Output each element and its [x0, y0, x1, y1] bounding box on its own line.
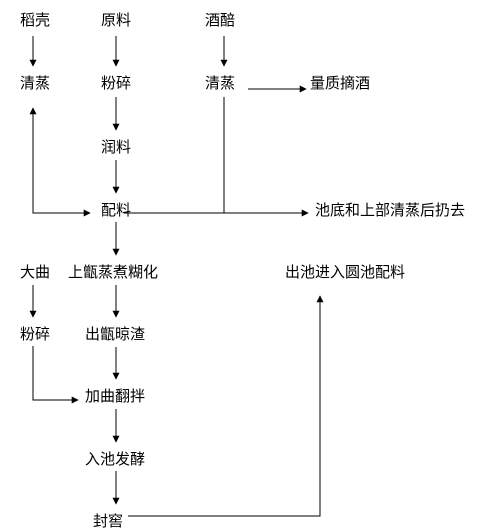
arrow-husk-to-mix	[32, 108, 91, 217]
node-unload-cool: 出甑晾渣	[85, 325, 146, 343]
node-raw-material: 原料	[101, 11, 132, 29]
node-seal-cellar: 封窖	[93, 512, 124, 530]
arrow-daqu-crush-to-add	[32, 346, 79, 404]
node-crush-daqu: 粉碎	[20, 325, 51, 343]
arrow-seal-to-round-pit	[128, 295, 324, 517]
node-add-qu-mix: 加曲翻拌	[85, 387, 146, 405]
node-pit-ferment: 入池发酵	[85, 450, 146, 468]
node-steam-husk: 清蒸	[20, 74, 51, 92]
node-fermented-grains: 酒醅	[205, 11, 236, 29]
node-mix: 配料	[101, 201, 132, 219]
node-liquor-picking: 量质摘酒	[310, 74, 371, 92]
node-daqu: 大曲	[20, 263, 51, 281]
node-pit-bottom-discard: 池底和上部清蒸后扔去	[315, 201, 466, 219]
node-moisten: 润料	[101, 138, 132, 156]
node-pit-to-round: 出池进入圆池配料	[285, 263, 406, 281]
node-steam-gelatinize: 上甑蒸煮糊化	[68, 263, 159, 281]
node-crush-raw: 粉碎	[101, 74, 132, 92]
node-rice-husk: 稻壳	[20, 11, 51, 29]
node-steam-grains: 清蒸	[205, 74, 236, 92]
